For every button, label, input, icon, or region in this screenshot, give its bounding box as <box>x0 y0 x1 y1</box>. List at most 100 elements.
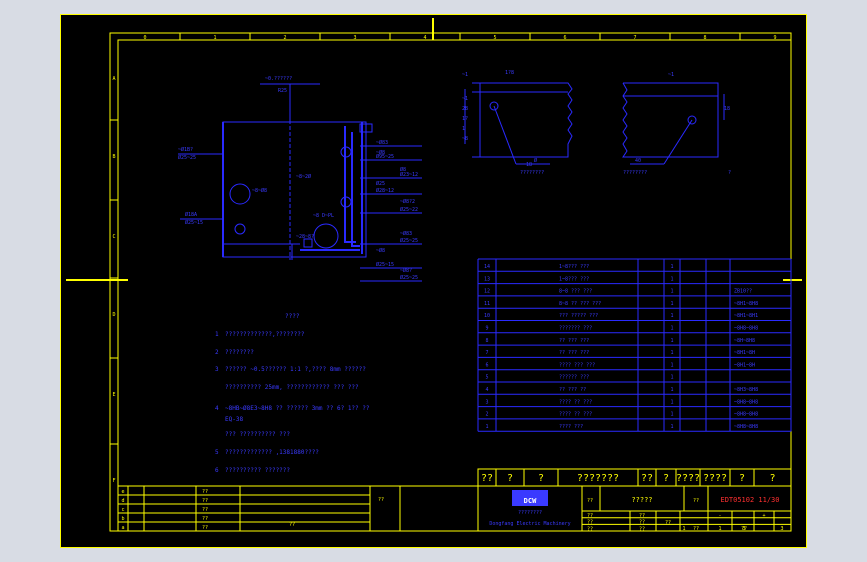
detail2-caption: ???????? <box>623 170 647 176</box>
small-label-left: ?? <box>587 513 593 519</box>
right-label: ~Ø8 <box>376 247 385 254</box>
part-note: ~8H~8H8 <box>734 338 755 344</box>
part-name: ???? ?? ??? <box>559 399 592 405</box>
right-label: Ø25~25 <box>400 237 418 244</box>
part-number: 11 <box>484 301 490 307</box>
part-name: ?? ??? ??? <box>559 350 589 356</box>
column-number: 0 <box>143 35 146 41</box>
right-label: Ø25~15 <box>376 261 394 268</box>
part-note: ~8H1~8H <box>734 350 755 356</box>
part-name: ???? ??? ??? <box>559 362 595 368</box>
part-number: 12 <box>484 289 490 295</box>
row-letter: A <box>112 76 115 82</box>
row-letter: B <box>112 154 115 160</box>
mid-label-1: ~8~2Ø <box>296 173 311 180</box>
sheet-label: ?? <box>741 526 747 532</box>
rev-letter: c <box>121 507 124 513</box>
top-dim-label: ~0.?????? <box>265 76 292 82</box>
company-english: Dongfang Electric Machinery <box>489 521 570 527</box>
note-number: 6 <box>215 467 219 474</box>
part-qty: 1 <box>670 412 673 418</box>
parts-header-cell: ? <box>739 473 745 484</box>
right-label: ~Ø83 <box>400 230 412 237</box>
note-text: ?????????????,???????? <box>225 331 305 338</box>
note-text: ???????? <box>225 349 254 356</box>
part-name: 1~8??? ??? <box>559 264 589 270</box>
gauge-circle-2 <box>234 223 246 235</box>
part-note: ~8H8~8H8 <box>734 424 758 430</box>
part-number: 3 <box>485 399 488 405</box>
part-number: 6 <box>485 362 488 368</box>
right-label: Ø28~12 <box>376 187 394 194</box>
part-number: 4 <box>485 387 488 393</box>
row-letter: E <box>112 392 115 398</box>
parts-header-cell: ? <box>538 473 544 484</box>
sheet-value: 3 <box>742 526 745 532</box>
parts-header-cell: ???? <box>703 473 727 484</box>
drawing-number: EDT05102 11/30 <box>720 496 779 504</box>
right-label: ~Ø8 <box>376 149 385 156</box>
part-qty: 1 <box>670 375 673 381</box>
parts-header-cell: ???? <box>676 473 700 484</box>
sheet-value: 3 <box>780 526 783 532</box>
rev-mark: ?? <box>202 507 208 513</box>
row-letter: D <box>112 312 115 318</box>
notes-title: ???? <box>285 313 300 320</box>
right-label: Ø95~25 <box>376 153 394 160</box>
parts-header-cell: ? <box>663 473 669 484</box>
piping-diagram <box>178 83 422 282</box>
mid-mark: ?? <box>378 497 384 503</box>
part-name: ???? ??? <box>559 424 583 430</box>
gauge-circle-1 <box>229 183 251 205</box>
detail1-dim-label: Ø <box>534 157 537 164</box>
row-letter: C <box>112 234 115 240</box>
part-note: ZB10?? <box>734 289 752 295</box>
parts-header-cell: ??????? <box>577 473 619 484</box>
part-qty: 1 <box>670 387 673 393</box>
part-name: ?? ??? ?? <box>559 387 586 393</box>
part-name: ???? ?? ??? <box>559 412 592 418</box>
note-number: 3 <box>215 366 219 373</box>
left-label-1: ~Ø1B? <box>178 146 193 153</box>
rev-letter: d <box>121 498 124 504</box>
part-qty: 1 <box>670 326 673 332</box>
part-qty: 1 <box>670 264 673 270</box>
part-qty: 1 <box>670 399 673 405</box>
drawing-title: ????? <box>631 496 652 504</box>
small-label-mid: ?? <box>639 526 645 532</box>
sheet-value: 1 <box>718 526 721 532</box>
part-qty: 1 <box>670 313 673 319</box>
part-note: ~8H1~8H <box>734 362 755 368</box>
row-letter: F <box>112 478 115 484</box>
part-name: ??????? ??? <box>559 326 592 332</box>
part-note: ~8H1~8H1 <box>734 313 758 319</box>
part-number: 10 <box>484 313 490 319</box>
parts-header-cell: ?? <box>481 473 493 484</box>
right-label: Ø25~22 <box>400 206 418 213</box>
part-qty: 1 <box>670 289 673 295</box>
part-qty: 1 <box>670 338 673 344</box>
note-text: ??? ?????????? ??? <box>225 431 290 438</box>
company-name: ???????? <box>518 510 542 516</box>
detail1-caption: ???????? <box>520 170 544 176</box>
note-text: ?????????? 25mm, ???????????? ??? ??? <box>225 384 359 391</box>
detail2-dim-label: ~1 <box>668 72 674 78</box>
part-name: ?????? ??? <box>559 375 589 381</box>
part-note: ~8H8~8H8 <box>734 399 758 405</box>
detail1-dim-label: 18 <box>526 162 532 168</box>
pipe-1 <box>344 126 356 243</box>
right-label: ~Ø8? <box>400 267 412 274</box>
small-label-mid: ?? <box>639 513 645 519</box>
part-note: ~8H8~8H8 <box>734 326 758 332</box>
detail2-hole <box>687 115 697 125</box>
plus-mark: + <box>762 513 765 519</box>
sheet-value: 1 <box>682 526 685 532</box>
note-number: 5 <box>215 449 219 456</box>
right-label: Ø25~25 <box>400 274 418 281</box>
scale-label: ?? <box>665 520 671 526</box>
right-label: Ø8 <box>400 166 406 173</box>
